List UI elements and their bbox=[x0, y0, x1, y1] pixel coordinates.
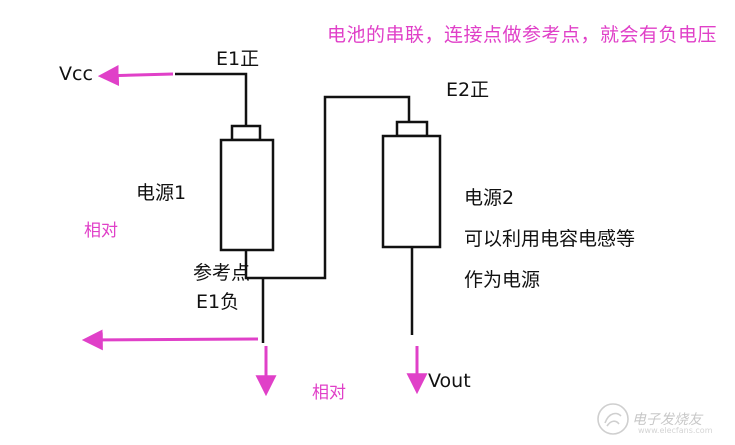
annotation-note: 电池的串联，连接点做参考点，就会有负电压 bbox=[327, 24, 718, 46]
battery-1 bbox=[219, 124, 275, 252]
battery-2 bbox=[381, 120, 442, 249]
e1-positive-label: E1正 bbox=[216, 48, 260, 70]
e2-positive-label: E2正 bbox=[446, 79, 490, 101]
source2-note-line2: 作为电源 bbox=[464, 269, 541, 291]
source1-label: 电源1 bbox=[136, 182, 187, 204]
e1-negative-label: E1负 bbox=[196, 291, 240, 313]
watermark: 电子发烧友 www.elecfans.com bbox=[596, 401, 726, 437]
watermark-url: www.elecfans.com bbox=[638, 426, 713, 435]
wire-vcc bbox=[175, 72, 248, 126]
relative-bottom-label: 相对 bbox=[312, 383, 346, 403]
relative-left-label: 相对 bbox=[84, 221, 118, 241]
vcc-arrow bbox=[97, 65, 174, 87]
source2-note-line1: 可以利用电容电感等 bbox=[464, 228, 636, 250]
vout-label: Vout bbox=[428, 370, 471, 392]
watermark-logo-icon bbox=[597, 403, 629, 435]
reference-point-label: 参考点 bbox=[193, 262, 251, 284]
source2-label: 电源2 bbox=[464, 187, 515, 209]
vcc-label: Vcc bbox=[59, 63, 93, 85]
watermark-text: 电子发烧友 bbox=[632, 412, 702, 428]
wire-reference bbox=[244, 95, 411, 280]
left-arrow bbox=[81, 329, 259, 351]
